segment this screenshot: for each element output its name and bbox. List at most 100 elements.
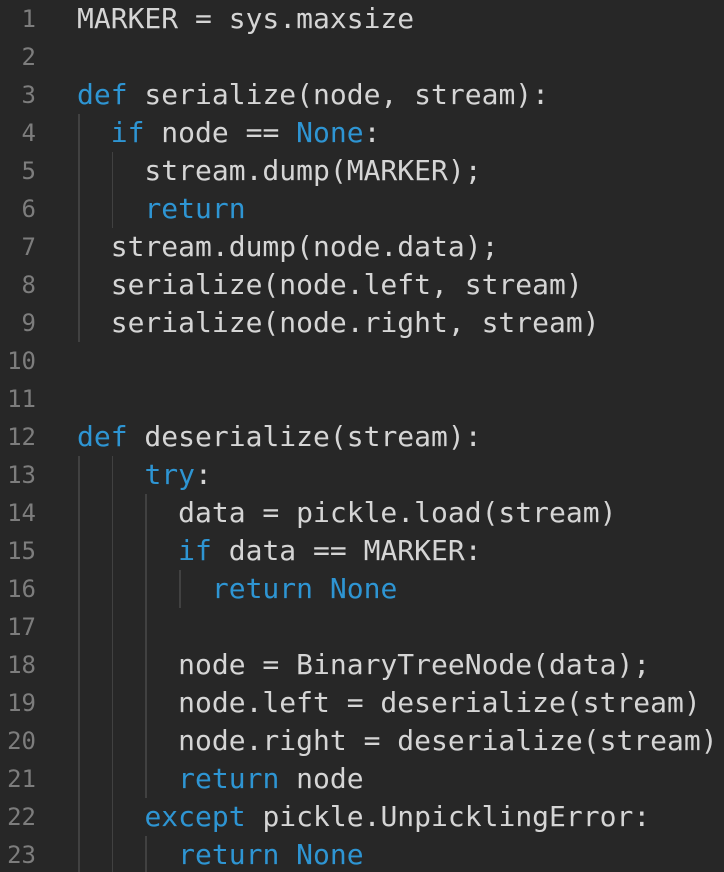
code-line[interactable]: 18 node = BinaryTreeNode(data);	[0, 646, 724, 684]
code-token: MARKER = sys.maxsize	[77, 2, 415, 35]
line-number: 22	[7, 803, 36, 831]
code-text: node.left = deserialize(stream)	[77, 684, 701, 722]
code-token: deserialize(stream):	[127, 420, 482, 453]
code-token: node.left = deserialize(stream)	[77, 686, 701, 719]
code-line[interactable]: 21 return node	[0, 760, 724, 798]
indent-guide-line	[145, 760, 147, 798]
code-text: def serialize(node, stream):	[77, 76, 549, 114]
code-text: return	[77, 190, 246, 228]
indent-guide-line	[78, 532, 80, 570]
code-line[interactable]: 6 return	[0, 190, 724, 228]
line-number: 23	[7, 841, 36, 869]
indent-guide-line	[111, 684, 114, 722]
code-line[interactable]: 20 node.right = deserialize(stream)	[0, 722, 724, 760]
code-text: stream.dump(MARKER);	[77, 152, 482, 190]
indent-guide-line	[78, 836, 80, 872]
line-number: 20	[7, 727, 36, 755]
code-line[interactable]: 10	[0, 342, 724, 380]
line-number: 11	[7, 385, 36, 413]
code-token: serialize(node.left, stream)	[77, 268, 583, 301]
code-line[interactable]: 16 return None	[0, 570, 724, 608]
line-number: 5	[21, 157, 36, 185]
keyword-token: def	[77, 420, 128, 453]
keyword-token: def	[77, 78, 128, 111]
code-token: :	[195, 458, 212, 491]
line-number: 21	[7, 765, 36, 793]
indent-guide-line	[78, 456, 80, 494]
line-number: 16	[7, 575, 36, 603]
code-line[interactable]: 22 except pickle.UnpicklingError:	[0, 798, 724, 836]
code-line[interactable]: 23 return None	[0, 836, 724, 872]
keyword-token: None	[329, 572, 398, 605]
code-line[interactable]: 5 stream.dump(MARKER);	[0, 152, 724, 190]
indent-guide-line	[78, 494, 80, 532]
indent-guide-line	[145, 646, 147, 684]
code-line[interactable]: 17	[0, 608, 724, 646]
code-token	[77, 762, 178, 795]
code-line[interactable]: 2	[0, 38, 724, 76]
indent-guide-line	[111, 760, 114, 798]
indent-guide-line	[78, 304, 80, 342]
code-line[interactable]: 11	[0, 380, 724, 418]
indent-guide-line	[78, 608, 80, 646]
code-line[interactable]: 4 if node == None:	[0, 114, 724, 152]
indent-guide-line	[78, 114, 80, 152]
code-token: node	[279, 762, 364, 795]
indent-guide-line	[145, 608, 147, 646]
code-text: node.right = deserialize(stream)	[77, 722, 717, 760]
indent-guide-line	[111, 570, 114, 608]
indent-guide-line	[111, 836, 114, 872]
line-number: 12	[7, 423, 36, 451]
keyword-token: except	[144, 800, 246, 833]
code-line[interactable]: 12 def deserialize(stream):	[0, 418, 724, 456]
line-number: 6	[21, 195, 36, 223]
indent-guide-line	[78, 152, 80, 190]
indent-guide-line	[111, 494, 114, 532]
code-text: serialize(node.left, stream)	[77, 266, 583, 304]
code-line[interactable]: 9 serialize(node.right, stream)	[0, 304, 724, 342]
code-token: stream.dump(node.data);	[77, 230, 499, 263]
keyword-token: if	[110, 116, 145, 149]
code-line[interactable]: 15 if data == MARKER:	[0, 532, 724, 570]
indent-guide-line	[78, 722, 80, 760]
code-token	[77, 458, 144, 491]
code-token: serialize(node.right, stream)	[77, 306, 600, 339]
indent-guide-line	[111, 456, 114, 494]
code-token: stream.dump(MARKER);	[77, 154, 482, 187]
keyword-token: return	[211, 572, 314, 605]
keyword-token: return	[144, 192, 246, 225]
code-token: node = BinaryTreeNode(data);	[77, 648, 651, 681]
code-line[interactable]: 13 try:	[0, 456, 724, 494]
indent-guide-line	[111, 722, 114, 760]
code-text: node = BinaryTreeNode(data);	[77, 646, 650, 684]
indent-guide-line	[111, 152, 114, 190]
code-line[interactable]: 8 serialize(node.left, stream)	[0, 266, 724, 304]
indent-guide-line	[145, 532, 147, 570]
code-token	[313, 572, 330, 605]
code-text: stream.dump(node.data);	[77, 228, 499, 266]
code-text: data = pickle.load(stream)	[77, 494, 616, 532]
keyword-token: None	[296, 116, 364, 149]
indent-guide-line	[145, 570, 147, 608]
indent-guide-line	[179, 570, 181, 608]
code-token: node ==	[144, 116, 297, 149]
keyword-token: None	[296, 838, 364, 871]
line-number: 9	[21, 309, 36, 337]
indent-guide-line	[111, 190, 114, 228]
code-line[interactable]: 7 stream.dump(node.data);	[0, 228, 724, 266]
indent-guide-line	[145, 836, 147, 872]
code-line[interactable]: 19 node.left = deserialize(stream)	[0, 684, 724, 722]
indent-guide-line	[111, 532, 114, 570]
line-number: 18	[7, 651, 36, 679]
indent-guide-line	[145, 494, 147, 532]
line-number: 13	[7, 461, 36, 489]
line-number: 15	[7, 537, 36, 565]
code-line[interactable]: 14 data = pickle.load(stream)	[0, 494, 724, 532]
indent-guide-line	[111, 608, 114, 646]
code-text: serialize(node.right, stream)	[77, 304, 600, 342]
indent-guide-line	[78, 570, 80, 608]
code-token	[77, 838, 178, 871]
